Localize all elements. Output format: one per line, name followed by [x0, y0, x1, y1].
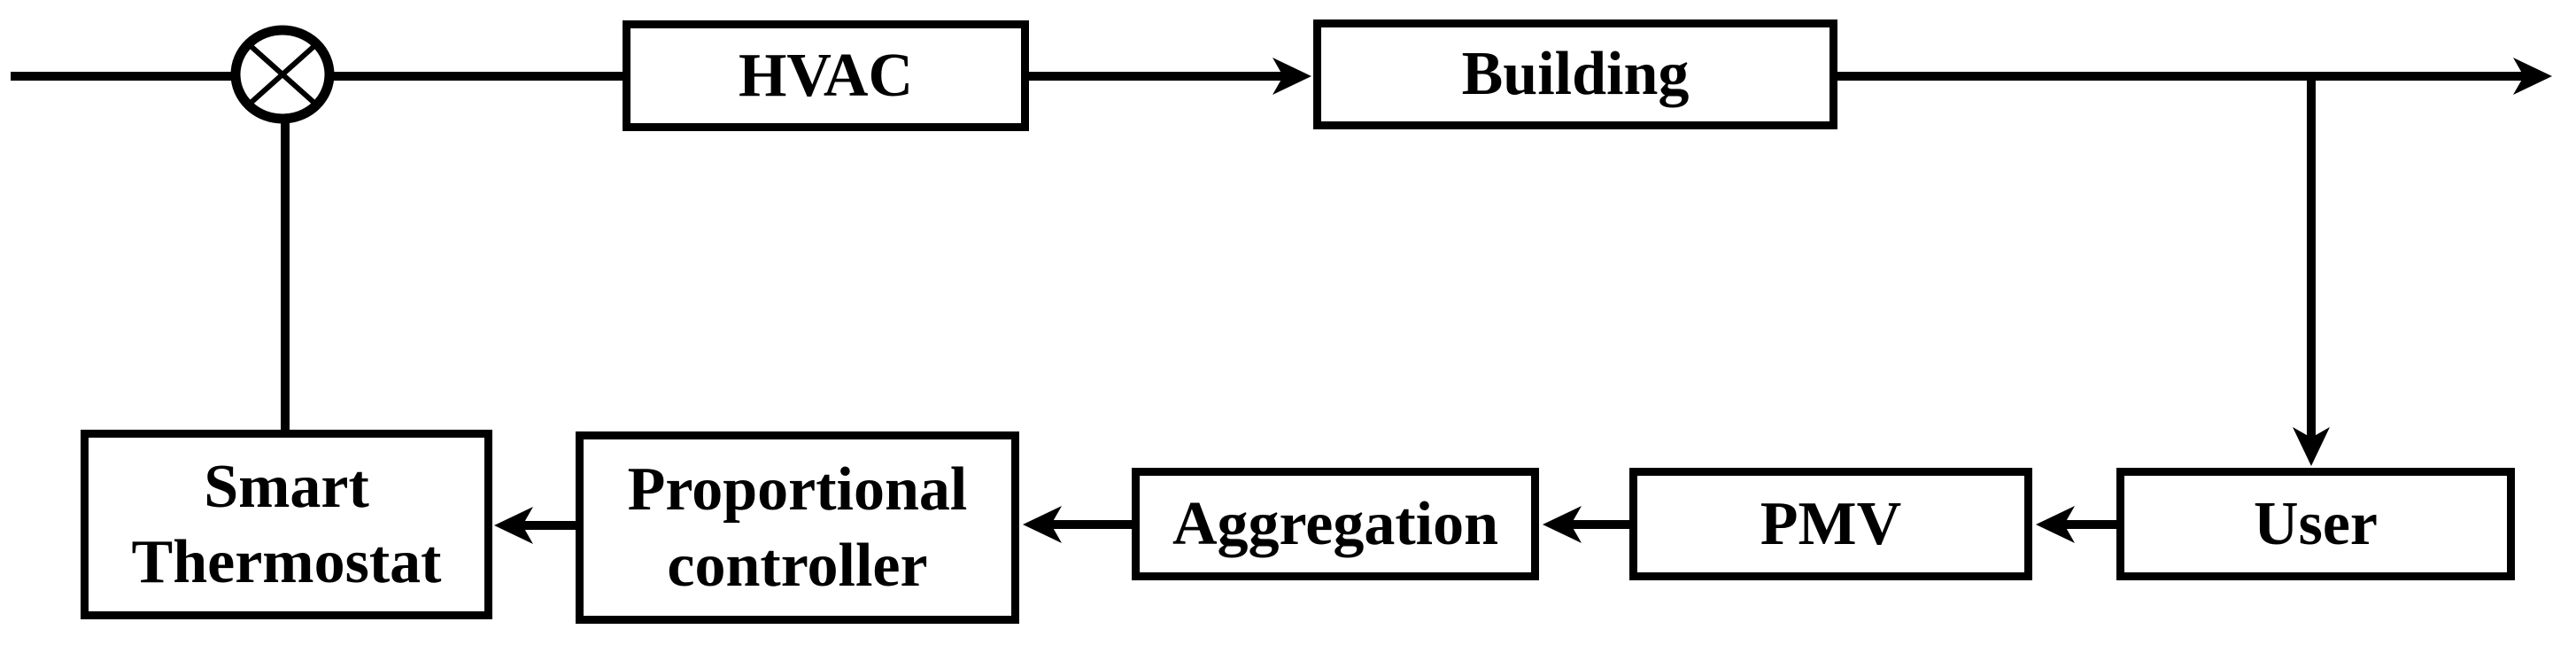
block-smart-thermostat: Smart Thermostat	[81, 430, 492, 619]
summing-junction-icon	[230, 25, 335, 124]
arrowhead-user-to-pmv	[2036, 506, 2075, 543]
block-aggregation: Aggregation	[1132, 468, 1539, 580]
arrowhead-proportional-to-thermostat	[494, 507, 533, 544]
block-user: User	[2116, 468, 2515, 580]
block-smart-thermostat-label: Smart Thermostat	[131, 452, 442, 596]
arrowhead-hvac-to-building	[1273, 58, 1311, 95]
block-aggregation-label: Aggregation	[1172, 489, 1499, 558]
block-building-label: Building	[1461, 40, 1690, 109]
block-pmv: PMV	[1629, 468, 2032, 580]
block-proportional-controller: Proportional controller	[576, 431, 1019, 624]
block-hvac: HVAC	[623, 20, 1029, 131]
block-proportional-controller-label: Proportional controller	[627, 455, 968, 600]
arrowhead-branch-to-user	[2293, 427, 2330, 466]
block-pmv-label: PMV	[1760, 489, 1902, 558]
block-building: Building	[1313, 19, 1837, 129]
block-hvac-label: HVAC	[738, 41, 914, 110]
arrowhead-output	[2513, 58, 2552, 95]
arrowhead-pmv-to-aggregation	[1543, 506, 1582, 543]
block-user-label: User	[2254, 489, 2378, 558]
arrowhead-aggregation-to-proportional	[1023, 506, 1062, 543]
